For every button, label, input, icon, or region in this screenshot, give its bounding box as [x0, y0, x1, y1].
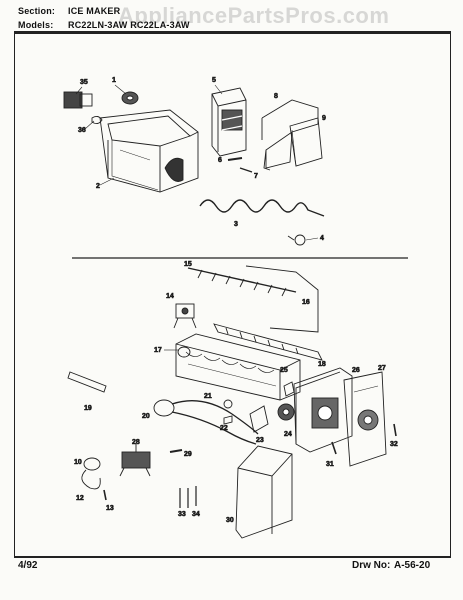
- callout-3: 3: [234, 221, 238, 228]
- models-label: Models:: [18, 20, 54, 30]
- callout-28: 28: [132, 439, 140, 446]
- callout-32: 32: [390, 441, 398, 448]
- motor-cover-part: [343, 371, 387, 467]
- callout-33: 33: [178, 511, 186, 518]
- callout-17: 17: [154, 347, 162, 354]
- water-valve-part: [81, 457, 101, 490]
- callout-26: 26: [352, 367, 360, 374]
- drawing-number: A-56-20: [394, 560, 431, 571]
- wire-clip-part: [223, 415, 233, 425]
- callout-36: 36: [78, 127, 86, 134]
- duct-part: [261, 99, 319, 171]
- thermostat-part: [173, 303, 197, 329]
- models-value: RC22LN-3AW RC22LA-3AW: [68, 20, 190, 30]
- callout-34: 34: [192, 511, 200, 518]
- duct-cover-part: [289, 117, 323, 167]
- front-cover-part: [235, 445, 293, 539]
- callout-21: 21: [204, 393, 212, 400]
- callout-25: 25: [280, 367, 288, 374]
- support-bracket-part: [249, 405, 269, 433]
- callout-2: 2: [96, 183, 100, 190]
- drawing-label: Drw No:: [352, 560, 391, 571]
- callout-29: 29: [184, 451, 192, 458]
- callout-30: 30: [226, 517, 234, 524]
- module-housing-part: [293, 367, 353, 453]
- clip-part: [91, 115, 103, 125]
- callout-10: 10: [74, 459, 82, 466]
- callout-27: 27: [378, 365, 386, 372]
- callout-12: 12: [76, 495, 84, 502]
- ice-bin-part: [99, 109, 199, 193]
- callout-7: 7: [254, 173, 258, 180]
- callout-15: 15: [184, 261, 192, 268]
- callout-5: 5: [212, 77, 216, 84]
- ice-mold-part: [175, 333, 301, 401]
- heater-coil-part: [199, 199, 325, 217]
- callout-9: 9: [322, 115, 326, 122]
- callout-8: 8: [274, 93, 278, 100]
- harness-part: [153, 399, 259, 445]
- watermark: AppliancePartsPros.com: [118, 3, 390, 28]
- section-value: ICE MAKER: [68, 6, 121, 16]
- callout-22: 22: [220, 425, 228, 432]
- callout-14: 14: [166, 293, 174, 300]
- callout-6: 6: [218, 157, 222, 164]
- callout-19: 19: [84, 405, 92, 412]
- callout-20: 20: [142, 413, 150, 420]
- section-label: Section:: [18, 6, 56, 16]
- callout-24: 24: [284, 431, 292, 438]
- wire-ring-part: [223, 399, 233, 409]
- screws-33-34-part: [179, 486, 197, 508]
- callout-18: 18: [318, 361, 326, 368]
- screw-31-part: [331, 441, 337, 455]
- pin-part: [239, 167, 253, 173]
- stripper-part: [213, 323, 323, 361]
- ejector-part: [187, 267, 297, 297]
- nut-part: [121, 91, 139, 105]
- callout-16: 16: [302, 299, 310, 306]
- callout-35: 35: [80, 79, 88, 86]
- callout-13: 13: [106, 505, 114, 512]
- screw-part: [227, 157, 243, 161]
- header-rule: [14, 31, 451, 33]
- heater-terminal-part: [287, 234, 306, 246]
- footer-date: 4/92: [18, 560, 38, 571]
- callout-31: 31: [326, 461, 334, 468]
- callout-1: 1: [112, 77, 116, 84]
- callout-4: 4: [320, 235, 324, 242]
- valve-part: [119, 444, 151, 477]
- gear-part: [277, 403, 295, 421]
- shield-part: [245, 265, 319, 333]
- switch-part: [63, 91, 93, 109]
- screw-13-part: [103, 489, 107, 501]
- fill-cup-part: [67, 371, 107, 393]
- callout-23: 23: [256, 437, 264, 444]
- bracket-part: [211, 87, 247, 157]
- screw-32-part: [393, 423, 397, 437]
- footer-rule: [14, 556, 451, 558]
- connector-part: [169, 449, 183, 453]
